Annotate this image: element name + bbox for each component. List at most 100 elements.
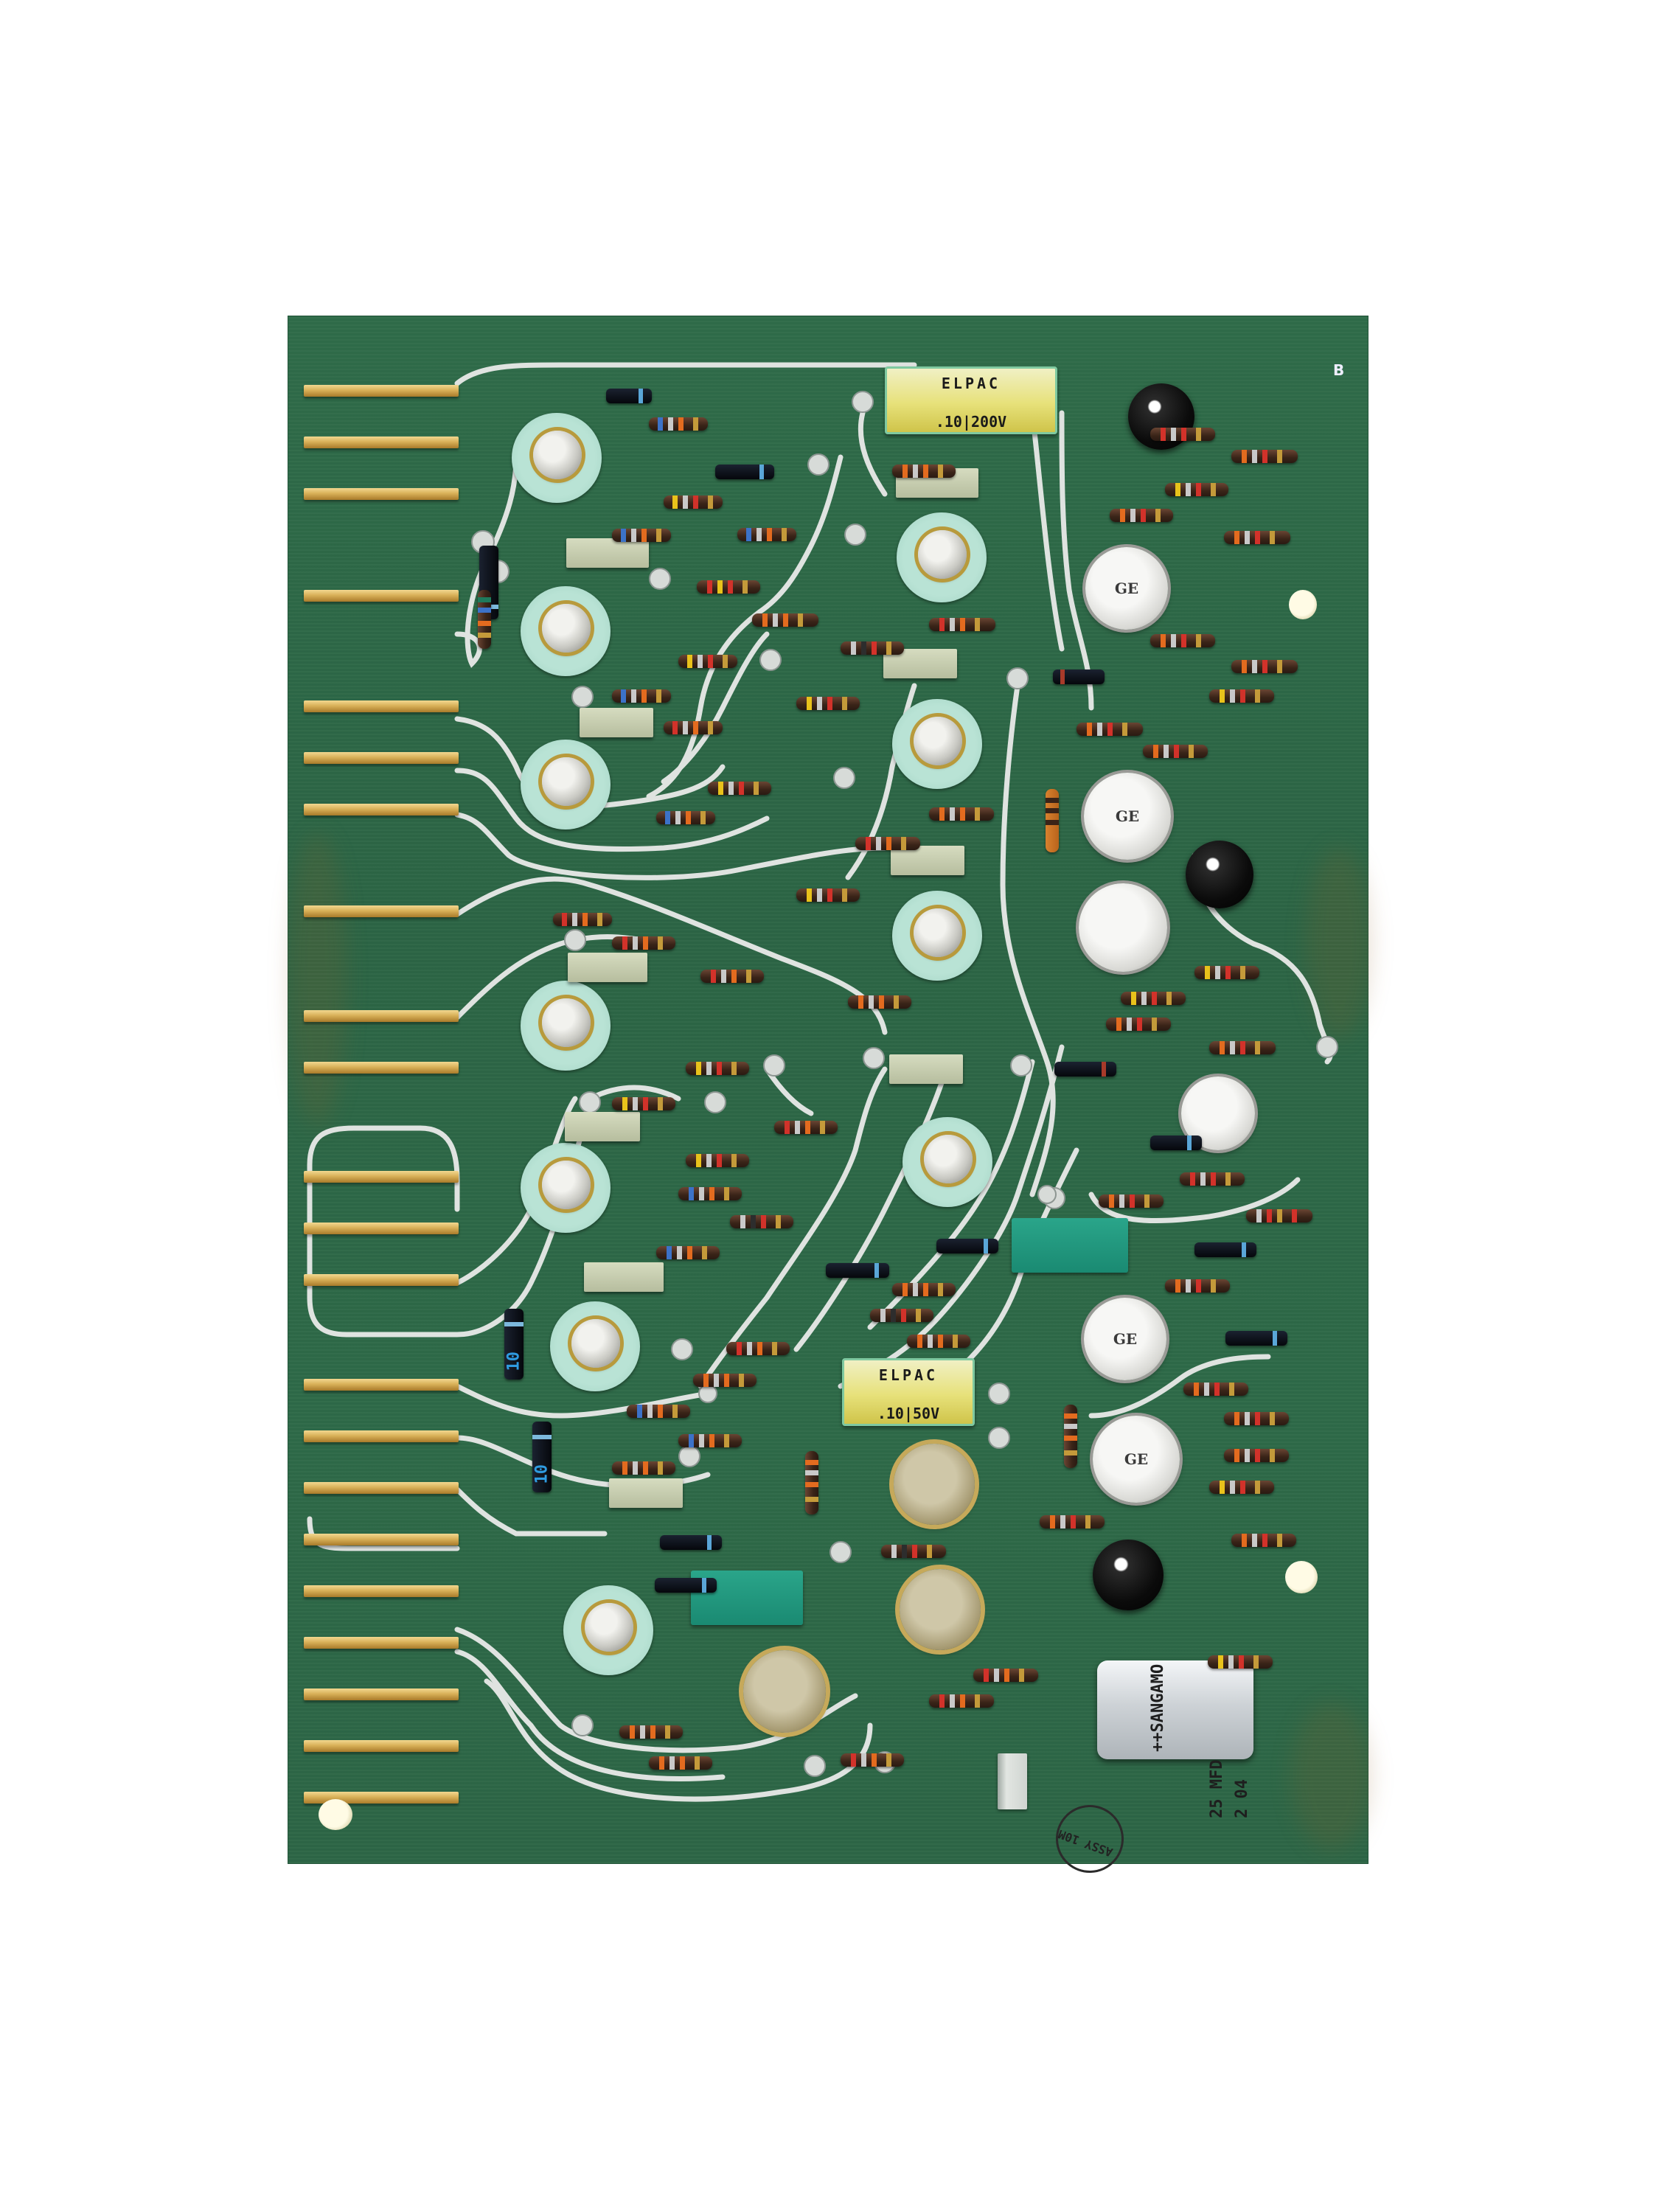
diode-stripe [759, 465, 764, 479]
resistor [848, 995, 911, 1009]
diode-stripe [1102, 1062, 1106, 1077]
resistor [841, 1753, 904, 1767]
resistor [1165, 483, 1228, 496]
small-white-component [998, 1753, 1027, 1809]
connector-finger [304, 804, 459, 815]
transistor-pad [897, 512, 987, 602]
diode-stripe [1242, 1242, 1246, 1257]
ge-transistor: GE [1093, 1416, 1180, 1503]
resistor [752, 613, 818, 627]
resistor [664, 495, 723, 509]
transistor [542, 757, 591, 806]
transistor [914, 908, 962, 957]
transistor-pad [550, 1301, 640, 1391]
connector-finger [304, 752, 459, 764]
diode [1225, 1331, 1287, 1346]
resistor [478, 590, 491, 649]
resistor [774, 1121, 838, 1134]
transistor [914, 717, 962, 765]
transistor-pad [892, 699, 982, 789]
transistor [918, 530, 967, 579]
mounting-hole [319, 1799, 352, 1830]
resistor [929, 1694, 994, 1708]
diode [606, 389, 652, 403]
electrolytic-capacitor: ++SANGAMO 25 MFD 2 04 [1097, 1660, 1253, 1818]
diode [1054, 1062, 1116, 1077]
black-led [1093, 1540, 1164, 1610]
diode-stripe [1273, 1331, 1277, 1346]
transistor-pad [521, 740, 611, 830]
connector-finger [304, 590, 459, 602]
resistor [619, 1725, 683, 1739]
diode-stripe [702, 1578, 706, 1593]
connector-finger [304, 488, 459, 500]
transistor-pad [563, 1585, 653, 1675]
gold-can-transistor [894, 1444, 975, 1525]
resistor [737, 528, 796, 541]
transistor-pad [521, 1143, 611, 1233]
resistor [1194, 966, 1259, 979]
resistor [892, 1283, 956, 1296]
diode: 10 [532, 1422, 552, 1492]
circuit-board [288, 316, 1372, 1864]
gold-can-transistor [743, 1650, 826, 1733]
connector-finger [304, 1379, 459, 1391]
resistor [796, 697, 860, 710]
resistor [841, 641, 904, 655]
resistor [1143, 745, 1208, 758]
ceramic-capacitor [568, 953, 647, 982]
diode [1194, 1242, 1256, 1257]
connector-finger [304, 1430, 459, 1442]
diode-stripe [984, 1239, 988, 1253]
resistor [1040, 1515, 1105, 1528]
diode [715, 465, 774, 479]
resistor [1209, 689, 1274, 703]
diode [655, 1578, 717, 1593]
diode [936, 1239, 998, 1253]
resistor [907, 1335, 970, 1348]
resistor [870, 1309, 933, 1322]
resistor [627, 1405, 690, 1418]
resistor [1150, 634, 1215, 647]
connector-finger [304, 1171, 459, 1183]
resistor [656, 1246, 720, 1259]
ceramic-capacitor [584, 1262, 664, 1292]
transistor-pad [902, 1117, 992, 1207]
discoloration [288, 832, 347, 1127]
resistor [664, 721, 723, 734]
connector-finger [304, 1222, 459, 1234]
connector-finger [304, 1274, 459, 1286]
ge-transistor: GE [1085, 547, 1168, 630]
resistor [553, 913, 612, 926]
diode-stripe [874, 1263, 879, 1278]
resistor [1231, 1534, 1296, 1547]
ge-transistor [1079, 883, 1167, 972]
resistor [973, 1669, 1038, 1682]
transistor-pad [512, 413, 602, 503]
transistor [542, 1161, 591, 1209]
gold-can-transistor [900, 1569, 981, 1650]
resistor [1224, 1449, 1289, 1462]
ceramic-capacitor [609, 1478, 683, 1508]
resistor [686, 1062, 749, 1075]
mounting-hole [1285, 1561, 1318, 1593]
green-film-capacitor [1012, 1218, 1128, 1273]
ge-transistor: GE [1084, 773, 1171, 860]
resistor [1231, 450, 1298, 463]
diode-stripe [1060, 669, 1065, 684]
resistor [1099, 1194, 1164, 1208]
diode-stripe [639, 389, 643, 403]
resistor [726, 1342, 790, 1355]
resistor [1106, 1018, 1171, 1031]
resistor [612, 1461, 675, 1475]
ceramic-capacitor [580, 708, 653, 737]
connector-finger [304, 437, 459, 448]
resistor [693, 1374, 757, 1387]
connector-finger [304, 700, 459, 712]
resistor [1064, 1405, 1077, 1468]
resistor [697, 580, 760, 594]
resistor [686, 1154, 749, 1167]
transistor [585, 1603, 633, 1652]
resistor [1121, 992, 1186, 1005]
resistor [1077, 723, 1143, 736]
